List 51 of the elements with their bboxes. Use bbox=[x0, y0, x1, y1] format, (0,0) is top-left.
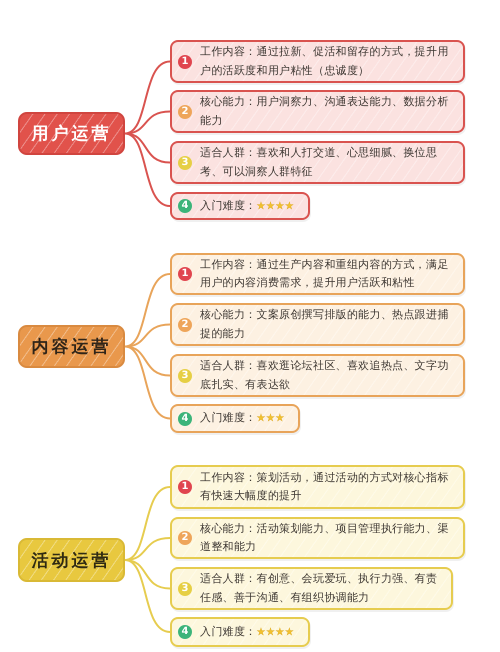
detail-text: 入门难度： bbox=[200, 624, 256, 640]
number-badge: 1 bbox=[178, 480, 192, 494]
detail-text: 工作内容：通过拉新、促活和留存的方式，提升用户的活跃度和用户粘性（忠诚度） bbox=[200, 44, 450, 78]
number-badge: 4 bbox=[178, 199, 192, 213]
detail-text: 入门难度： bbox=[200, 410, 256, 426]
connector-line bbox=[124, 273, 171, 348]
topic-box bbox=[18, 112, 125, 155]
connector-line bbox=[124, 60, 171, 134]
connector-line bbox=[124, 346, 171, 420]
detail-text: 核心能力：用户洞察力、沟通表达能力、数据分析能力 bbox=[200, 94, 450, 128]
number-badge: 3 bbox=[178, 582, 192, 596]
detail-box bbox=[170, 567, 453, 610]
star-rating: ★★★★ bbox=[256, 200, 294, 212]
number-badge: 2 bbox=[178, 104, 192, 118]
number-badge: 3 bbox=[178, 368, 192, 382]
number-badge: 4 bbox=[178, 625, 192, 639]
number-badge: 1 bbox=[178, 267, 192, 281]
star-rating: ★★★ bbox=[256, 413, 285, 424]
detail-text: 入门难度： bbox=[200, 198, 256, 214]
detail-box bbox=[170, 141, 465, 184]
detail-box bbox=[170, 303, 465, 346]
topic-box bbox=[18, 325, 125, 368]
detail-box bbox=[170, 465, 465, 509]
detail-text: 工作内容：策划活动，通过活动的方式对核心指标有快速大幅度的提升 bbox=[200, 470, 450, 504]
number-badge: 1 bbox=[178, 54, 192, 68]
detail-box bbox=[170, 617, 310, 647]
detail-box bbox=[170, 253, 465, 295]
detail-text: 核心能力：活动策划能力、项目管理执行能力、渠道整和能力 bbox=[200, 520, 450, 555]
detail-box bbox=[170, 517, 465, 559]
topic-title: 内容运营 bbox=[32, 336, 112, 358]
detail-text: 适合人群：喜欢和人打交道、心思细腻、换位思考、可以洞察人群特征 bbox=[200, 145, 438, 180]
detail-box bbox=[170, 354, 465, 397]
topic-box bbox=[18, 538, 125, 582]
connector-line bbox=[124, 486, 171, 561]
topic-title: 用户运营 bbox=[32, 123, 112, 145]
topic-title: 活动运营 bbox=[32, 550, 112, 572]
number-badge: 4 bbox=[178, 412, 192, 426]
detail-box bbox=[170, 404, 300, 433]
number-badge: 2 bbox=[178, 531, 192, 545]
detail-text: 核心能力：文案原创撰写排版的能力、热点跟进捕捉的能力 bbox=[200, 307, 450, 342]
connector-line bbox=[124, 559, 171, 633]
detail-text: 适合人群：喜欢逛论坛社区、喜欢追热点、文字功底扎实、有表达欲 bbox=[200, 358, 450, 392]
detail-text: 工作内容：通过生产内容和重组内容的方式，满足用户的内容消费需求，提升用户活跃和粘性 bbox=[200, 256, 450, 291]
star-rating: ★★★★ bbox=[256, 626, 294, 638]
connector-line bbox=[124, 132, 171, 207]
detail-box bbox=[170, 90, 465, 133]
number-badge: 3 bbox=[178, 156, 192, 170]
detail-box bbox=[170, 192, 310, 220]
number-badge: 2 bbox=[178, 318, 192, 332]
detail-text: 适合人群：有创意、会玩爱玩、执行力强、有责任感、善于沟通、有组织协调能力 bbox=[200, 571, 438, 606]
detail-box bbox=[170, 40, 465, 83]
